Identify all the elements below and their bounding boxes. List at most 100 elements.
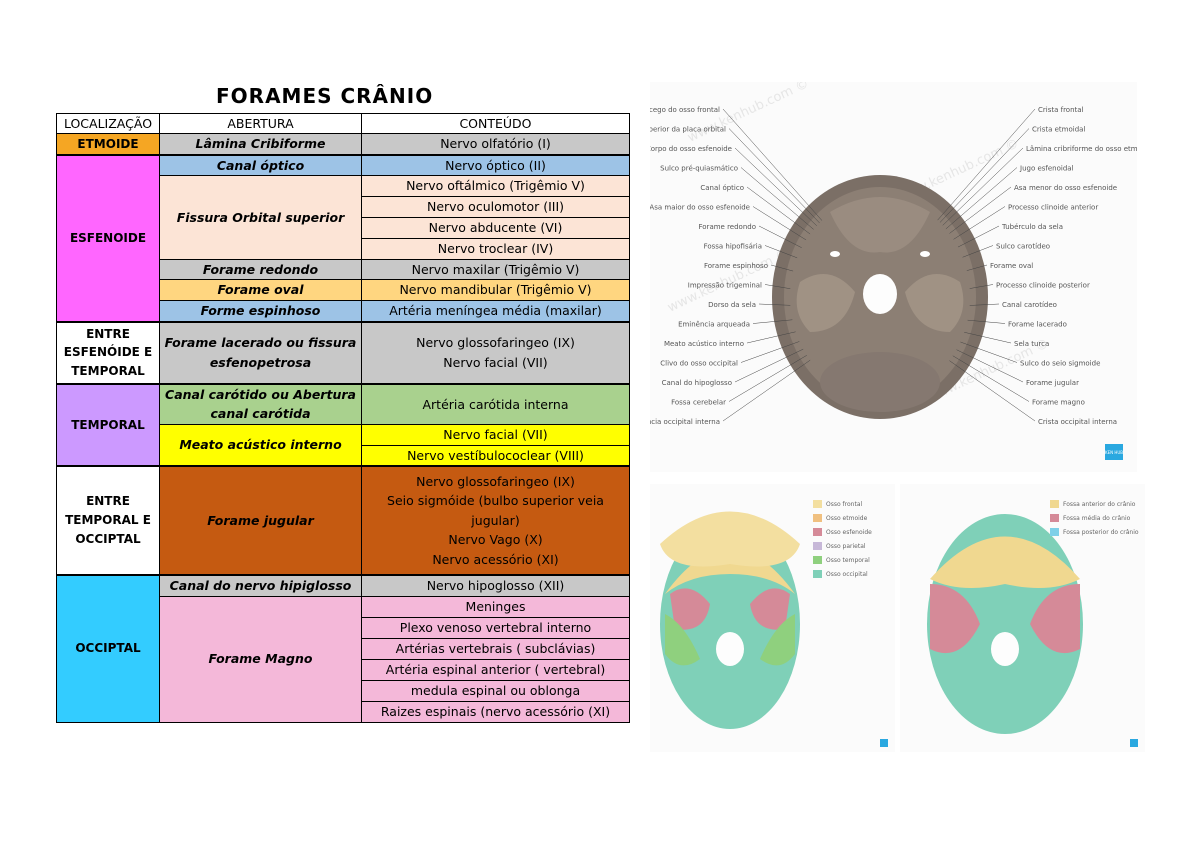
co-plexo-venoso: Plexo venoso vertebral interno <box>361 616 630 639</box>
leader-line <box>764 284 791 289</box>
ab-canal-optico: Canal óptico <box>159 154 362 177</box>
ab-canal-carotido: Canal carótido ou Abertura canal carótid… <box>159 383 362 426</box>
skull-label-right: Asa menor do osso esfenoide <box>1014 184 1117 192</box>
loc-occiptal: OCCIPTAL <box>56 574 160 723</box>
kenhub-logo <box>1130 739 1138 747</box>
loc-esfenoide: ESFENOIDE <box>56 154 160 323</box>
skull-label-right: Processo clinoide posterior <box>996 282 1090 290</box>
skull-label-right: Sulco carotídeo <box>996 243 1050 251</box>
skull-label-right: Forame lacerado <box>1008 321 1067 329</box>
ab-canal-hipoglosso: Canal do nervo hipiglosso <box>159 574 362 597</box>
leader-line <box>722 359 811 422</box>
legend-label: Osso frontal <box>826 501 863 508</box>
leader-line <box>942 147 1024 226</box>
co-nervo-hipoglosso: Nervo hipoglosso (XII) <box>361 574 630 597</box>
legend-label: Fossa posterior do crânio <box>1063 529 1139 536</box>
kenhub-logo-text: KEN HUB <box>1105 450 1123 455</box>
loc-entre-temporal-occiptal: ENTRE TEMPORAL E OCCIPTAL <box>56 465 160 576</box>
leader-line <box>949 360 1036 422</box>
skull-label-right: Canal carotídeo <box>1002 301 1057 309</box>
leader-line <box>969 303 1000 306</box>
leader-line <box>734 147 817 226</box>
leader-line <box>949 186 1012 234</box>
leader-line <box>956 349 1024 383</box>
leader-line <box>746 186 811 235</box>
legend-swatch <box>813 500 822 508</box>
skull-label-left: Corpo do osso esfenoide <box>650 145 732 153</box>
co-arteria-carotida: Artéria carótida interna <box>361 383 630 426</box>
co-nervo-oftalmico: Nervo oftálmico (Trigêmio V) <box>361 175 630 197</box>
skull-label-left: Forame espinhoso <box>704 262 768 270</box>
legend-swatch <box>1050 528 1059 536</box>
skull-label-right: Crista etmoidal <box>1032 126 1085 134</box>
skull-label-right: Tubérculo da sela <box>1001 223 1063 231</box>
skull-label-right: Forame jugular <box>1026 379 1079 387</box>
leader-line <box>937 108 1036 221</box>
skull-label-left: Canal óptico <box>700 184 744 192</box>
skull-label-left: Dorso da sela <box>708 301 756 309</box>
page-title: FORAMES CRÂNIO <box>216 84 434 108</box>
leader-line <box>740 341 800 363</box>
skull-label-left: Forame cego do osso frontal <box>650 106 720 114</box>
skull-label-right: Sela turca <box>1014 340 1049 348</box>
ab-forame-magno: Forame Magno <box>159 595 362 723</box>
co-raizes-espinais: Raizes espinais (nervo acessório (XI) <box>361 700 630 723</box>
legend-swatch <box>1050 514 1059 522</box>
foramina-table: LOCALIZAÇÃO ABERTURA CONTEÚDO ETMOIDE Lâ… <box>56 112 630 723</box>
loc-temporal: TEMPORAL <box>56 383 160 468</box>
co-forame-lacerado: Nervo glossofaringeo (IX) Nervo facial (… <box>361 321 630 385</box>
co-nervo-abducente: Nervo abducente (VI) <box>361 216 630 239</box>
skull-label-left: Clivo do osso occipital <box>660 360 738 368</box>
skull-fossae <box>927 514 1083 734</box>
leader-line <box>945 167 1018 230</box>
leader-line <box>752 319 793 324</box>
skull-label-right: Jugo esfenoidal <box>1019 165 1074 173</box>
ab-forame-redondo: Forame redondo <box>159 258 362 281</box>
co-nervo-mandibular: Nervo mandibular (Trigêmio V) <box>361 279 630 302</box>
leader-line <box>957 225 1000 248</box>
ab-lamina-cribiforme: Lâmina Cribiforme <box>159 133 362 156</box>
leader-line <box>722 108 823 221</box>
ab-meato-acustico: Meato acústico interno <box>159 424 362 468</box>
skull-label-left: Fossa cerebelar <box>671 399 726 407</box>
co-meninges: Meninges <box>361 595 630 618</box>
header-conteudo: CONTEÚDO <box>361 112 630 135</box>
leader-line <box>953 206 1006 240</box>
legend-label: Osso occipital <box>826 571 868 578</box>
skull-label-left: Impressão trigeminal <box>688 282 762 290</box>
legend-swatch <box>813 570 822 578</box>
leader-line <box>962 245 994 258</box>
co-nervo-troclear: Nervo troclear (IV) <box>361 237 630 260</box>
skull-label-right: Crista occipital interna <box>1038 418 1117 426</box>
leader-line <box>758 303 791 306</box>
co-nervo-maxilar: Nervo maxilar (Trigêmio V) <box>361 258 630 281</box>
legend-label: Fossa anterior do crânio <box>1063 501 1136 508</box>
skull-label-left: Forame redondo <box>699 223 757 231</box>
co-medula-espinal: medula espinal ou oblonga <box>361 679 630 702</box>
co-arterias-vertebrais: Artérias vertebrais ( subclávias) <box>361 637 630 660</box>
leader-lines-left <box>722 108 1036 422</box>
skull-base-svg: www.kenhub.com © www.kenhub.com © www.ke… <box>650 82 1137 460</box>
co-arteria-meningea: Artéria meníngea média (maxilar) <box>361 300 630 323</box>
skull-label-right: Crista frontal <box>1038 106 1084 114</box>
leader-line <box>734 348 804 383</box>
skull-label-left: Protuberância occipital interna <box>650 418 720 426</box>
legend-swatch <box>813 542 822 550</box>
skull-label-left: Sulco pré-quiasmático <box>660 165 738 173</box>
co-forame-jugular: Nervo glossofaringeo (IX) Seio sigmóide … <box>361 465 630 576</box>
skull-label-left: Asa maior do osso esfenoide <box>650 204 750 212</box>
leader-line <box>969 284 994 289</box>
co-nervo-optico: Nervo óptico (II) <box>361 154 630 177</box>
foramen-magnum <box>863 274 897 314</box>
leader-line <box>728 128 820 224</box>
leader-line <box>764 245 798 259</box>
leader-line <box>740 167 814 230</box>
ab-forame-lacerado: Forame lacerado ou fissura esfenopetrosa <box>159 321 362 385</box>
leader-line <box>746 331 796 344</box>
leader-line <box>770 264 794 272</box>
header-localizacao: LOCALIZAÇÃO <box>56 112 160 135</box>
skull-label-left: Superfície superior da placa orbital <box>650 126 726 134</box>
